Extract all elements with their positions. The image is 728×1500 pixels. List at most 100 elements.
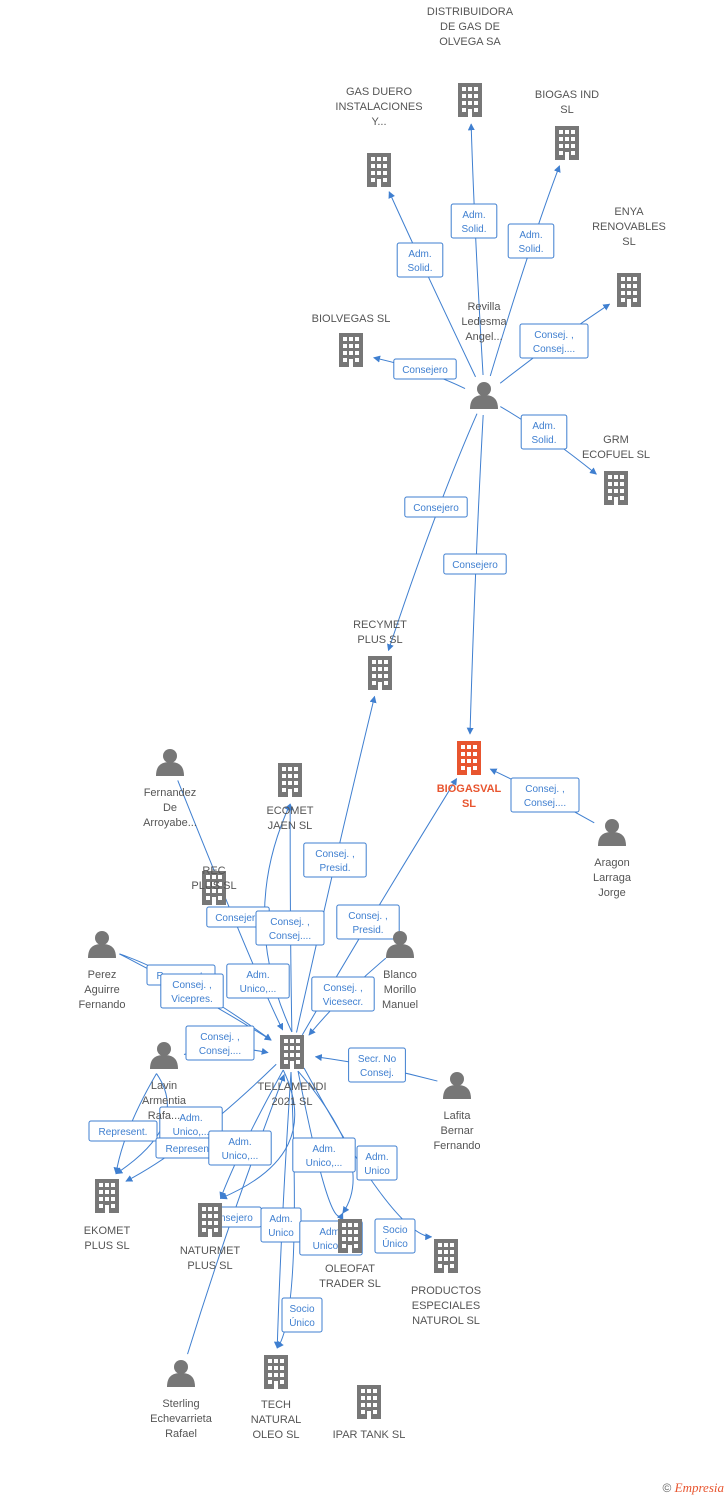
person-icon [443,1072,471,1099]
edge-role-text: Socio [289,1304,314,1315]
edge-role-label[interactable]: Consej. ,Consej.... [185,1025,255,1061]
edge-role-label[interactable]: Adm.Solid. [520,414,568,450]
node-ipar[interactable]: IPAR TANK SL [333,1385,406,1441]
relation-edge [466,414,484,735]
edge-role-label[interactable]: Consejero [393,358,457,380]
edge-role-label[interactable]: Adm.Unico,... [208,1130,272,1166]
node-label: Armentia [142,1095,187,1107]
building-icon [458,83,482,117]
node-biolvegas[interactable]: BIOLVEGAS SL [312,313,391,367]
node-label: Lavin [151,1080,177,1092]
node-label: Angel... [465,331,502,343]
edge-label-box [450,203,498,239]
edge-label-box [88,1120,158,1142]
node-label: TELLAMENDI [257,1081,326,1093]
node-label: DE GAS DE [440,21,500,33]
edge-role-text: Adm. [246,970,269,981]
edge-role-label[interactable]: Consejero [443,553,507,575]
node-label: DISTRIBUIDORA [427,6,514,18]
edge-role-label[interactable]: Adm.Unico [356,1145,398,1181]
node-label: Jorge [598,887,626,899]
node-revilla[interactable]: RevillaLedesmaAngel... [461,301,508,409]
edge-role-text: Consej.... [199,1046,241,1057]
node-label: Rafa... [148,1110,180,1122]
edge-role-label[interactable]: Consej. ,Vicesecr. [311,976,375,1012]
building-icon [555,126,579,160]
node-label: Revilla [467,301,501,313]
node-label: Aguirre [84,984,119,996]
building-icon [280,1035,304,1069]
edge-role-label[interactable]: Adm.Solid. [450,203,498,239]
edge-role-label[interactable]: Represent. [88,1120,158,1142]
edge-role-label[interactable]: Consej. ,Consej.... [255,910,325,946]
edge-role-text: Consejero [413,503,459,514]
building-icon [434,1239,458,1273]
node-label: Fernandez [144,787,197,799]
edge-role-label[interactable]: Consej. , Consej.... [510,777,580,813]
edge-role-text: Consej.... [269,931,311,942]
node-label: IPAR TANK SL [333,1429,406,1441]
edge-role-label[interactable]: Consej. ,Presid. [303,842,367,878]
edge-label-box [356,1145,398,1181]
edge-role-text: Consejero [402,365,448,376]
edge-role-label[interactable]: Adm.Unico,... [226,963,290,999]
node-label: Lafita [444,1110,472,1122]
edge-role-text: Adm. [408,249,431,260]
edge-label-box [292,1137,356,1173]
node-label: ECOFUEL SL [582,449,650,461]
person-icon [156,749,184,776]
node-label: BIOGAS IND [535,89,599,101]
edge-label-box [443,553,507,575]
building-icon [339,333,363,367]
node-fernandez[interactable]: FernandezDeArroyabe... [143,749,197,829]
edge-role-text: Consej.... [524,798,566,809]
edge-role-label[interactable]: Adm.Solid. [396,242,444,278]
edge-role-text: Presid. [352,925,383,936]
edge-role-text: Adm. [365,1152,388,1163]
node-lavin[interactable]: LavinArmentiaRafa... [142,1042,187,1122]
edge-role-text: Consej. , [525,784,564,795]
edge-role-label[interactable]: Adm.Solid. [507,223,555,259]
edge-role-text: Consej. , [534,330,573,341]
node-biogas[interactable]: BIOGAS IND SL [535,89,599,160]
person-icon [470,382,498,409]
edge-label-box [520,414,568,450]
node-label: ENYA [614,206,644,218]
node-label: SL [622,236,635,248]
building-icon [95,1179,119,1213]
edge-role-label[interactable]: Adm.Unico,... [292,1137,356,1173]
edge-label-box [185,1025,255,1061]
edge-role-label[interactable]: Consej. ,Presid. [336,904,400,940]
node-label: SL [560,104,573,116]
node-label: Ledesma [461,316,507,328]
node-label: Fernando [78,999,125,1011]
edge-role-label[interactable]: Consejero [404,496,468,518]
edge-role-label[interactable]: Consej. ,Consej.... [519,323,589,359]
node-gasduero[interactable]: GAS DUEROINSTALACIONESY... [335,86,423,187]
node-label: INSTALACIONES [335,101,422,113]
edge-role-label[interactable]: Adm.Unico [260,1207,302,1243]
edge-role-label[interactable]: Consej. ,Vicepres. [160,973,224,1009]
relation-edge [177,780,284,1031]
